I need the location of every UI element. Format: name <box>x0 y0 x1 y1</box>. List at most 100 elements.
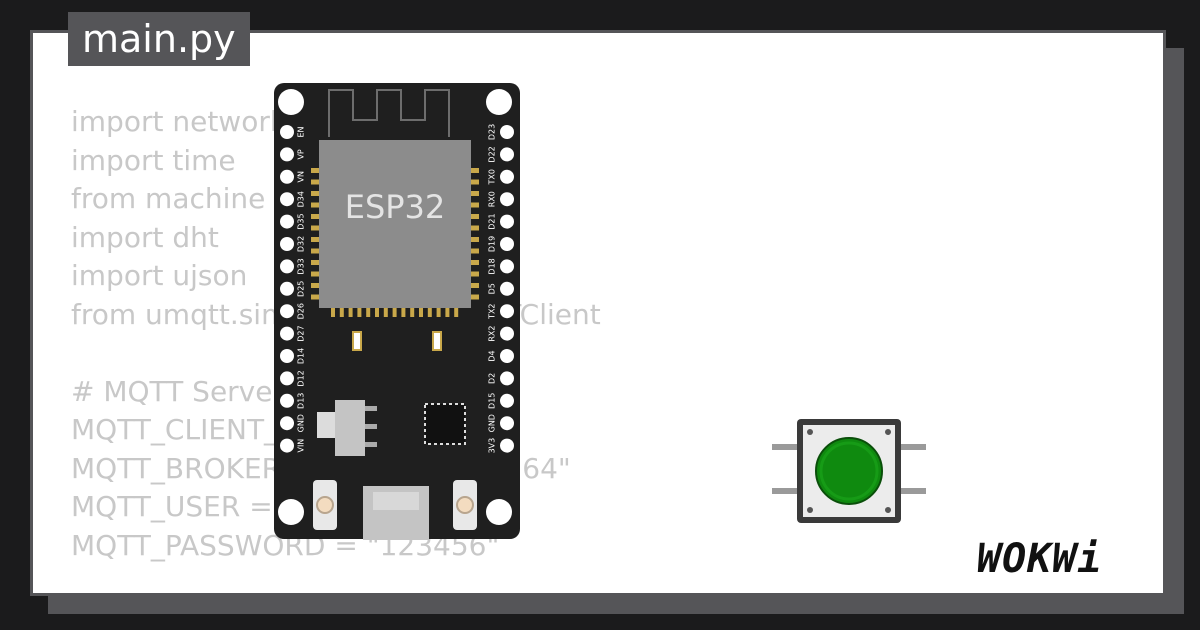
voltage-regulator <box>335 400 365 456</box>
wokwi-logo: WOKWi <box>977 536 1102 582</box>
chip-pad <box>427 308 432 317</box>
esp32-board[interactable]: ESP32 ENVPVND34D35D32D33D25D26D27D14D12D… <box>273 82 521 542</box>
header-pin[interactable] <box>280 237 294 251</box>
logo-text: WOKWi <box>977 536 1102 582</box>
chip-pad <box>383 308 388 317</box>
file-tab-label: main.py <box>82 17 236 61</box>
header-pin[interactable] <box>500 326 514 341</box>
header-pin[interactable] <box>500 438 514 453</box>
pin-label: D32 <box>297 236 306 252</box>
header-pin[interactable] <box>280 259 294 274</box>
chip-pad <box>311 214 319 219</box>
pin-label: D15 <box>488 393 497 409</box>
button-corner <box>807 429 813 435</box>
header-pin[interactable] <box>280 281 294 296</box>
button-leg <box>772 488 798 494</box>
chip-pad <box>471 225 479 231</box>
pin-label: GND <box>297 414 306 432</box>
chip-pad <box>471 248 479 254</box>
code-line: import network <box>71 105 287 138</box>
button-cap[interactable] <box>815 437 883 505</box>
pin-label: D2 <box>488 373 497 384</box>
pin-label: D19 <box>488 236 497 252</box>
header-pin[interactable] <box>280 416 294 431</box>
pin-label: D14 <box>297 348 306 364</box>
chip-pad <box>471 179 479 185</box>
regulator-leg <box>365 424 377 429</box>
voltage-regulator <box>317 412 335 438</box>
chip-pad <box>311 202 319 208</box>
header-pin[interactable] <box>500 147 514 162</box>
header-pin[interactable] <box>280 192 294 207</box>
chip-label: ESP32 <box>345 188 446 226</box>
pin-label: D4 <box>488 350 497 361</box>
chip-pad <box>331 308 335 317</box>
green-pushbutton[interactable] <box>770 418 930 528</box>
button-corner <box>885 507 891 513</box>
pin-label: D26 <box>297 303 306 319</box>
header-pin[interactable] <box>500 169 514 184</box>
header-pin[interactable] <box>280 438 294 453</box>
chip-pad <box>375 308 379 317</box>
chip-pad <box>419 308 423 317</box>
chip-pad <box>339 308 344 317</box>
code-line: import dht <box>71 220 219 254</box>
header-pin[interactable] <box>500 237 514 251</box>
chip-pad <box>357 308 362 317</box>
pin-label: VN <box>297 171 306 182</box>
right-pin-header: D23D22TX0RX0D21D19D18D5TX2RX2D4D2D15GND3… <box>488 124 514 454</box>
boot-button[interactable] <box>453 480 477 530</box>
header-pin[interactable] <box>500 192 514 207</box>
header-pin[interactable] <box>500 125 514 139</box>
chip-pad <box>311 260 319 265</box>
header-pin[interactable] <box>280 349 294 363</box>
header-pin[interactable] <box>280 393 294 408</box>
chip-pads <box>311 168 479 317</box>
pin-label: D27 <box>297 325 306 341</box>
chip-pad <box>311 283 319 288</box>
pin-label: D22 <box>488 146 497 162</box>
pin-label: TX0 <box>488 169 497 185</box>
pin-label: D35 <box>297 213 306 229</box>
chip-pad <box>471 294 479 300</box>
pin-label: VP <box>297 149 306 159</box>
header-pin[interactable] <box>280 147 294 162</box>
pin-label: D5 <box>488 283 497 294</box>
pin-label: 3V3 <box>488 438 497 454</box>
chip-pad <box>436 308 441 317</box>
header-pin[interactable] <box>500 259 514 274</box>
header-pin[interactable] <box>280 214 294 229</box>
pin-label: D12 <box>297 370 306 386</box>
regulator-leg <box>365 406 377 411</box>
header-pin[interactable] <box>500 393 514 408</box>
header-pin[interactable] <box>280 326 294 341</box>
reset-button[interactable] <box>313 480 337 530</box>
usb-chip <box>424 403 466 445</box>
header-pin[interactable] <box>500 371 514 386</box>
header-pin[interactable] <box>500 281 514 296</box>
esp32-chip <box>319 140 471 308</box>
header-pin[interactable] <box>280 304 294 319</box>
header-pin[interactable] <box>280 125 294 139</box>
header-pin[interactable] <box>280 371 294 386</box>
header-pin[interactable] <box>280 169 294 184</box>
chip-pad <box>471 214 479 219</box>
led <box>432 331 442 351</box>
header-pin[interactable] <box>500 214 514 229</box>
pin-label: D25 <box>297 281 306 297</box>
pin-label: VIN <box>297 439 306 453</box>
pin-label: D34 <box>297 191 306 207</box>
header-pin[interactable] <box>500 349 514 363</box>
chip-pad <box>471 191 479 196</box>
header-pin[interactable] <box>500 416 514 431</box>
left-pin-header: ENVPVND34D35D32D33D25D26D27D14D12D13GNDV… <box>280 125 306 453</box>
mounting-hole <box>486 499 512 525</box>
led <box>352 331 362 351</box>
header-pin[interactable] <box>500 304 514 319</box>
file-tab[interactable]: main.py <box>68 12 250 66</box>
pin-label: GND <box>488 414 497 432</box>
chip-pad <box>348 308 353 317</box>
chip-pad <box>401 308 406 317</box>
chip-pad <box>311 271 319 277</box>
pin-label: TX2 <box>488 303 497 319</box>
